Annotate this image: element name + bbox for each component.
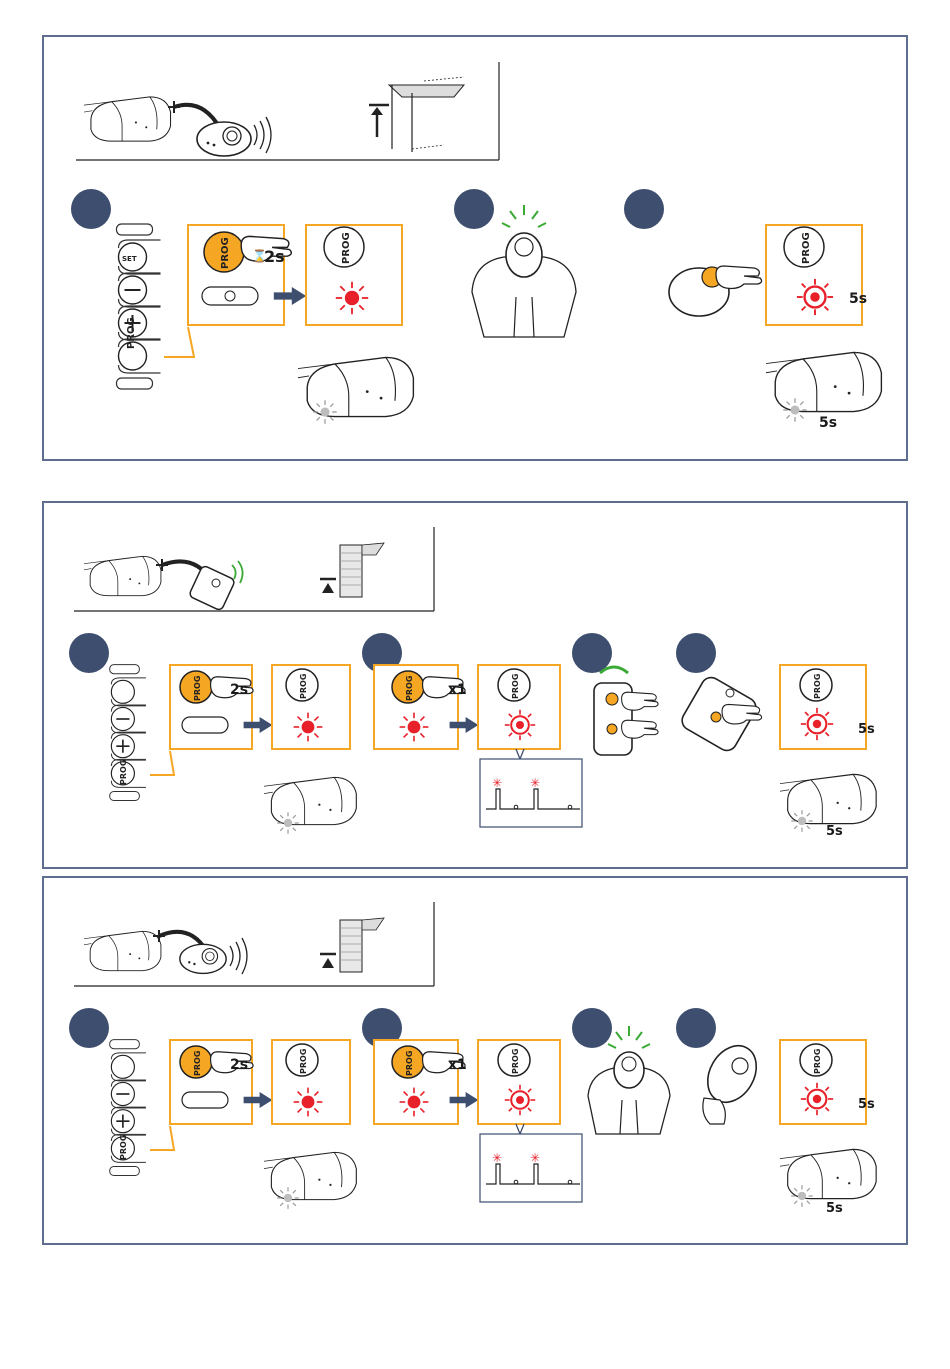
press-x1-label: x1 [448, 1057, 467, 1073]
motor-icon [84, 97, 171, 141]
duration-5s-label: 5s [849, 291, 867, 307]
grey-led-icon [313, 400, 336, 423]
keygo-remote-press-icon [698, 1037, 766, 1124]
prog-label: PROG [193, 676, 202, 701]
red-led-icon [294, 713, 323, 742]
radio-waves-icon [230, 938, 247, 974]
svg-text:✳: ✳ [492, 1151, 502, 1165]
keygo-remote-press-icon [669, 266, 762, 316]
callout-line-2 [516, 749, 524, 759]
sectional-door-icon [320, 543, 384, 597]
step-badge-1 [69, 633, 109, 673]
step-badge-3 [572, 633, 612, 673]
prog-label-2: PROG [341, 232, 352, 264]
svg-text:✳: ✳ [530, 776, 540, 790]
rolling-code-remote-press-icon-2 [679, 674, 762, 754]
prog-label-5: PROG [813, 1049, 822, 1074]
step-badge-3 [624, 189, 664, 229]
panel-2: PROG PROG 2s PROG PROG x1 PROG ✳ ✳ [42, 501, 908, 869]
radio-waves-icon [254, 117, 271, 153]
step-badge-3 [572, 1008, 612, 1048]
green-led-icon [502, 205, 546, 227]
up-and-over-door-icon [369, 77, 464, 152]
duration-5s-label-2: 5s [826, 1201, 843, 1216]
rolling-code-remote-icon [189, 565, 236, 611]
prog-label: PROG [220, 237, 231, 269]
prog-label-5: PROG [813, 674, 822, 699]
duration-5s-label-2: 5s [826, 824, 843, 839]
grey-led-icon-2 [791, 810, 813, 832]
red-led-ring-icon [797, 279, 833, 315]
grey-led-icon [277, 812, 299, 834]
motor-icon-3 [780, 774, 876, 823]
set-key-label: SET [122, 255, 137, 263]
red-led-icon-2 [400, 713, 429, 742]
grey-led-icon-2 [791, 1185, 813, 1207]
prog-label-4: PROG [511, 1049, 520, 1074]
motor-icon-2 [298, 357, 413, 416]
callout-line [150, 751, 174, 775]
panel-3: PROG PROG 2s PROG PROG x1 PROG ✳ ✳ [42, 876, 908, 1245]
prog-label-2: PROG [299, 674, 308, 699]
prog-label-3: PROG [405, 676, 414, 701]
prog-label-3: PROG [405, 1051, 414, 1076]
hold-2s-label: 2s [230, 682, 248, 698]
red-led-ring-icon [505, 1085, 535, 1115]
press-x1-label: x1 [448, 682, 467, 698]
grey-led-icon-2 [783, 398, 806, 421]
prog-label-3: PROG [801, 232, 812, 264]
duration-5s-label-2: 5s [819, 415, 837, 431]
motor-icon-2 [264, 777, 356, 824]
hands-holding-remote-icon [588, 1052, 670, 1134]
sectional-door-icon [320, 918, 384, 972]
step-badge-1 [71, 189, 111, 229]
red-led-ring-icon-2 [801, 1083, 833, 1115]
aux-button-dot [225, 291, 235, 301]
red-led-ring-icon [505, 710, 535, 740]
green-led-icon [608, 1026, 650, 1048]
keygo-remote-icon [197, 122, 251, 156]
prog-label: PROG [193, 1051, 202, 1076]
motor-icon-3 [766, 352, 881, 411]
svg-text:✳: ✳ [530, 1151, 540, 1165]
keypad-icon [117, 224, 161, 389]
red-led-icon [336, 282, 368, 314]
step-badge-4 [676, 633, 716, 673]
prog-key-label: PROG [119, 760, 128, 785]
aux-button [182, 1092, 228, 1108]
prog-label-4: PROG [511, 674, 520, 699]
motor-icon-3 [780, 1149, 876, 1198]
callout-line [164, 327, 194, 357]
prog-key-label: PROG [126, 317, 137, 349]
red-led-icon [294, 1088, 323, 1117]
hold-2s-label: 2s [230, 1057, 248, 1073]
duration-5s-label: 5s [858, 1097, 875, 1112]
rolling-code-remote-press-icon [594, 683, 658, 755]
prog-key-label: PROG [119, 1135, 128, 1160]
svg-text:✳: ✳ [492, 776, 502, 790]
keygo-remote-icon [180, 944, 226, 973]
grey-led-icon [277, 1187, 299, 1209]
motor-icon-2 [264, 1152, 356, 1199]
callout-line [150, 1126, 174, 1150]
red-led-ring-icon-2 [801, 708, 833, 740]
panel-1: PROG SET PROG ⌛ 2s PROG PROG 5s 5s [42, 35, 908, 461]
step-badge-1 [69, 1008, 109, 1048]
blink-pattern-box [480, 1134, 582, 1202]
prog-label-2: PROG [299, 1049, 308, 1074]
motor-icon [84, 556, 161, 595]
duration-5s-label: 5s [858, 722, 875, 737]
hands-holding-remote-icon [472, 233, 576, 337]
blink-pattern-box [480, 759, 582, 827]
hold-2s-label: 2s [264, 247, 285, 266]
step-badge-4 [676, 1008, 716, 1048]
red-led-icon-2 [400, 1088, 429, 1117]
motor-icon [84, 931, 161, 970]
callout-line-2 [516, 1124, 524, 1134]
aux-button [182, 717, 228, 733]
step-badge-2 [454, 189, 494, 229]
